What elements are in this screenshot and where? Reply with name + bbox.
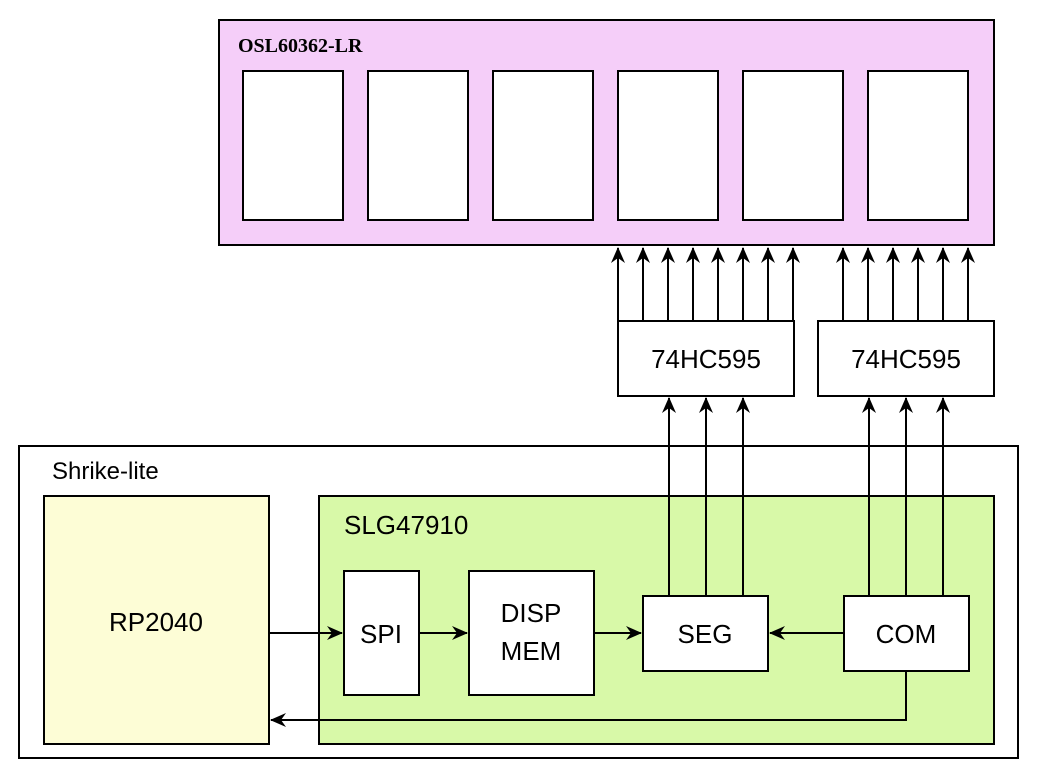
disp-mem-box: [468, 570, 595, 696]
com-block: COM: [843, 595, 970, 672]
disp-mem-label-line1: DISP: [501, 598, 562, 628]
seg-box: [642, 595, 769, 672]
shift-register-outputs: [611, 247, 975, 321]
seg-block: SEG: [642, 595, 769, 672]
com-label: COM: [876, 619, 937, 649]
digit-window-1: [242, 70, 344, 221]
digit-window-4: [617, 70, 719, 221]
spi-block: SPI: [343, 570, 420, 696]
disp-mem-label-line2: MEM: [501, 636, 562, 666]
shift-register-2: 74HC595: [817, 320, 995, 397]
spi-box: [343, 570, 420, 696]
digit-window-6: [867, 70, 969, 221]
display-module: OSL60362-LR: [218, 19, 995, 246]
shift-register-1-box: [617, 320, 795, 397]
com-box: [843, 595, 970, 672]
fpga-title: SLG47910: [344, 510, 468, 540]
mcu-label: RP2040: [109, 607, 203, 637]
shift-register-1-label: 74HC595: [651, 344, 761, 374]
display-digits: [242, 70, 969, 221]
digit-window-5: [742, 70, 844, 221]
spi-label: SPI: [360, 619, 402, 649]
mcu-box: [43, 495, 270, 745]
mcu: RP2040: [43, 495, 270, 745]
shift-register-2-box: [817, 320, 995, 397]
com-to-mcu-arrow: [270, 671, 907, 727]
disp-mem-block: DISP MEM: [468, 570, 595, 696]
shift-register-1: 74HC595: [617, 320, 795, 397]
shift-register-2-label: 74HC595: [851, 344, 961, 374]
display-title: OSL60362-LR: [238, 35, 363, 57]
digit-window-2: [367, 70, 469, 221]
board-title: Shrike-lite: [52, 458, 159, 485]
digit-window-3: [492, 70, 594, 221]
seg-label: SEG: [678, 619, 733, 649]
display-frame: [218, 19, 995, 246]
